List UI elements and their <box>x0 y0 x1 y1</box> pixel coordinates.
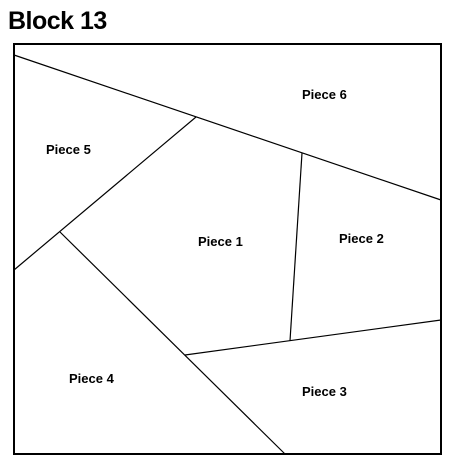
seam-line-long-diagonal <box>59 231 286 455</box>
piece-label-4: Piece 4 <box>69 371 115 386</box>
piece-label-3: Piece 3 <box>302 384 347 399</box>
piece-label-1: Piece 1 <box>198 234 243 249</box>
piece-label-2: Piece 2 <box>339 231 384 246</box>
seam-line-top-diagonal <box>13 54 442 201</box>
block-frame <box>13 43 442 455</box>
seam-line-left-diagonal <box>13 116 197 271</box>
piece-label-5: Piece 5 <box>46 142 91 157</box>
seam-line-lower-right <box>184 319 442 356</box>
piece-label-6: Piece 6 <box>302 87 347 102</box>
block-title: Block 13 <box>8 7 107 35</box>
seam-line-vertical <box>289 152 303 342</box>
